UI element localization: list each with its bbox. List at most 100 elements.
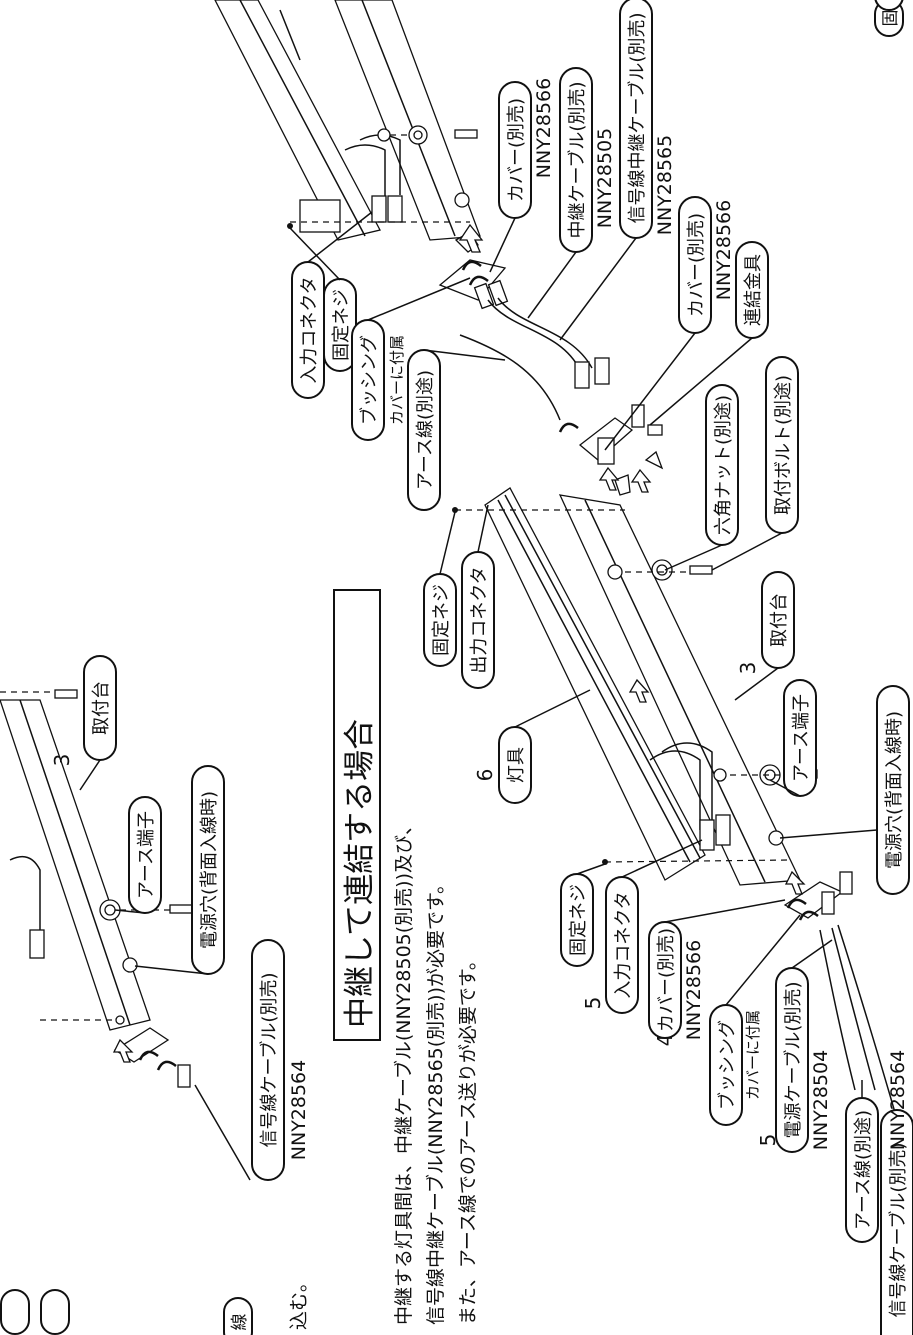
pill-edge-top-2 — [874, 0, 904, 11]
code-signal-cable-2: NNY28564 — [288, 1060, 310, 1160]
code-cover-3: NNY28566 — [683, 940, 705, 1040]
svg-text:NNY28565: NNY28565 — [654, 135, 676, 235]
code-cover-2: NNY28566 — [713, 200, 735, 300]
num-3-right: 3 — [736, 662, 760, 675]
fixture-main — [452, 487, 818, 886]
label-earth-wire-1: アース線(別途) — [407, 349, 441, 511]
relay-cable-assembly — [438, 231, 610, 421]
svg-text:連結金具: 連結金具 — [743, 254, 764, 326]
svg-text:入力コネクタ: 入力コネクタ — [299, 276, 320, 383]
svg-text:NNY28564: NNY28564 — [288, 1060, 310, 1160]
svg-text:3: 3 — [50, 754, 74, 767]
svg-text:中継ケーブル(別売): 中継ケーブル(別売) — [566, 82, 588, 239]
label-earth-terminal-left: アース端子 — [128, 796, 162, 914]
num-5-power: 5 — [756, 1134, 780, 1147]
svg-text:アース端子: アース端子 — [136, 811, 157, 899]
svg-text:NNY28564: NNY28564 — [887, 1050, 909, 1150]
label-mount-bolt: 取付ボルト(別途) — [765, 356, 799, 534]
label-signal-cable-1: 信号線ケーブル(別売) — [880, 1109, 913, 1335]
label-earth-wire-2: アース線(別途) — [845, 1097, 879, 1243]
svg-text:固定ネジ: 固定ネジ — [431, 584, 452, 656]
fixture-left — [0, 689, 193, 1088]
svg-text:固定ネジ: 固定ネジ — [568, 884, 589, 956]
direction-arrows — [112, 223, 806, 1063]
svg-text:電源ケーブル(別売): 電源ケーブル(別売) — [782, 982, 804, 1139]
label-output-connector: 出力コネクタ — [461, 551, 495, 689]
label-input-connector-1: 入力コネクタ — [291, 261, 325, 399]
svg-text:信号線ケーブル(別売): 信号線ケーブル(別売) — [258, 973, 280, 1148]
label-relay-cable: 中継ケーブル(別売) — [559, 67, 593, 253]
svg-text:信号線中継ケーブル(別売): 信号線中継ケーブル(別売) — [626, 13, 648, 224]
label-toritsukedai-right: 取付台 — [761, 571, 795, 669]
code-power-cable: NNY28504 — [810, 1050, 832, 1150]
code-signal-cable-1: NNY28564 — [887, 1050, 909, 1150]
num-6: 6 — [473, 769, 497, 782]
code-cover-1: NNY28566 — [533, 78, 555, 178]
label-power-cable: 電源ケーブル(別売) — [775, 967, 809, 1153]
svg-text:5: 5 — [581, 997, 605, 1010]
svg-text:信号線中継ケーブル(NNY28565(別売))が必要です。: 信号線中継ケーブル(NNY28565(別売))が必要です。 — [424, 875, 447, 1325]
num-3-left: 3 — [50, 754, 74, 767]
svg-text:出力コネクタ: 出力コネクタ — [469, 566, 490, 673]
label-earth-terminal-right: アース端子 — [783, 679, 817, 797]
pill-edge-bottom-left-2 — [0, 1289, 30, 1335]
note-bushing-1: カバーに付属 — [388, 335, 406, 425]
label-kotei-neji-3: 固定ネジ — [560, 873, 594, 967]
label-cover-2: カバー(別売) — [678, 196, 712, 334]
svg-text:カバー(別売): カバー(別売) — [656, 928, 677, 1032]
fixture-top-right — [214, 0, 481, 241]
section-text: 中継して連結する場合 中継する灯具間は、中継ケーブル(NNY28505(別売))… — [288, 589, 479, 1330]
svg-text:5: 5 — [756, 1134, 780, 1147]
svg-text:信号線ケーブル(別売): 信号線ケーブル(別売) — [887, 1143, 909, 1318]
svg-text:取付ボルト(別途): 取付ボルト(別途) — [773, 375, 794, 515]
svg-text:固定ネジ: 固定ネジ — [331, 289, 352, 361]
label-kotei-neji-2: 固定ネジ — [423, 573, 457, 667]
svg-text:アース線(別途): アース線(別途) — [853, 1110, 874, 1230]
label-lamp: 灯具 — [498, 726, 532, 804]
svg-text:3: 3 — [736, 662, 760, 675]
svg-text:灯具: 灯具 — [506, 747, 527, 783]
label-bushing-1: ブッシング — [351, 319, 385, 441]
section-line-3: また、アース線でのアース送りが必要です。 — [457, 951, 479, 1325]
svg-text:込む。: 込む。 — [288, 1273, 310, 1330]
section-title: 中継して連結する場合 — [342, 719, 378, 1028]
svg-text:電源穴(背面入線時): 電源穴(背面入線時) — [884, 711, 905, 869]
pill-edge-bottom-left — [40, 1289, 70, 1335]
svg-text:また、アース線でのアース送りが必要です。: また、アース線でのアース送りが必要です。 — [457, 951, 479, 1325]
label-power-hole-left: 電源穴(背面入線時) — [191, 765, 225, 975]
line-art — [0, 0, 901, 1131]
svg-text:カバー(別売): カバー(別売) — [686, 213, 707, 317]
svg-text:カバーに付属: カバーに付属 — [388, 335, 406, 425]
svg-text:アース線(別途): アース線(別途) — [415, 370, 436, 490]
svg-text:取付台: 取付台 — [769, 593, 790, 647]
lower-cable-assembly — [783, 871, 901, 1131]
svg-text:取付台: 取付台 — [91, 681, 112, 735]
svg-text:ブッシング: ブッシング — [358, 335, 380, 425]
section-line-2: 信号線中継ケーブル(NNY28565(別売))が必要です。 — [424, 875, 447, 1325]
label-cover-3: カバー(別売) — [648, 921, 682, 1039]
svg-text:NNY28504: NNY28504 — [810, 1050, 832, 1150]
svg-text:線: 線 — [230, 1314, 250, 1331]
svg-text:6: 6 — [473, 769, 497, 782]
arrow-icon-4 — [628, 678, 650, 703]
label-input-connector-2: 入力コネクタ — [605, 876, 639, 1014]
svg-text:NNY28505: NNY28505 — [594, 128, 616, 228]
arrow-icon-2 — [630, 468, 652, 493]
svg-text:中継する灯具間は、中継ケーブル(NNY28505(別売))及: 中継する灯具間は、中継ケーブル(NNY28505(別売))及び、 — [392, 816, 415, 1325]
code-relay-cable: NNY28505 — [594, 128, 616, 228]
svg-text:NNY28566: NNY28566 — [533, 78, 555, 178]
label-edge-left: 線 — [223, 1297, 253, 1335]
svg-text:カバーに付属: カバーに付属 — [744, 1010, 762, 1100]
note-bushing-2: カバーに付属 — [744, 1010, 762, 1100]
label-hex-nut: 六角ナット(別途) — [705, 384, 739, 546]
section-line-1: 中継する灯具間は、中継ケーブル(NNY28505(別売))及び、 — [392, 816, 415, 1325]
svg-text:電源穴(背面入線時): 電源穴(背面入線時) — [199, 791, 220, 949]
num-5-input: 5 — [581, 997, 605, 1010]
arrow-icon-5 — [784, 870, 806, 895]
svg-text:ブッシング: ブッシング — [716, 1020, 738, 1110]
label-bushing-2: ブッシング — [709, 1004, 743, 1126]
label-power-hole-right: 電源穴(背面入線時) — [876, 685, 910, 895]
